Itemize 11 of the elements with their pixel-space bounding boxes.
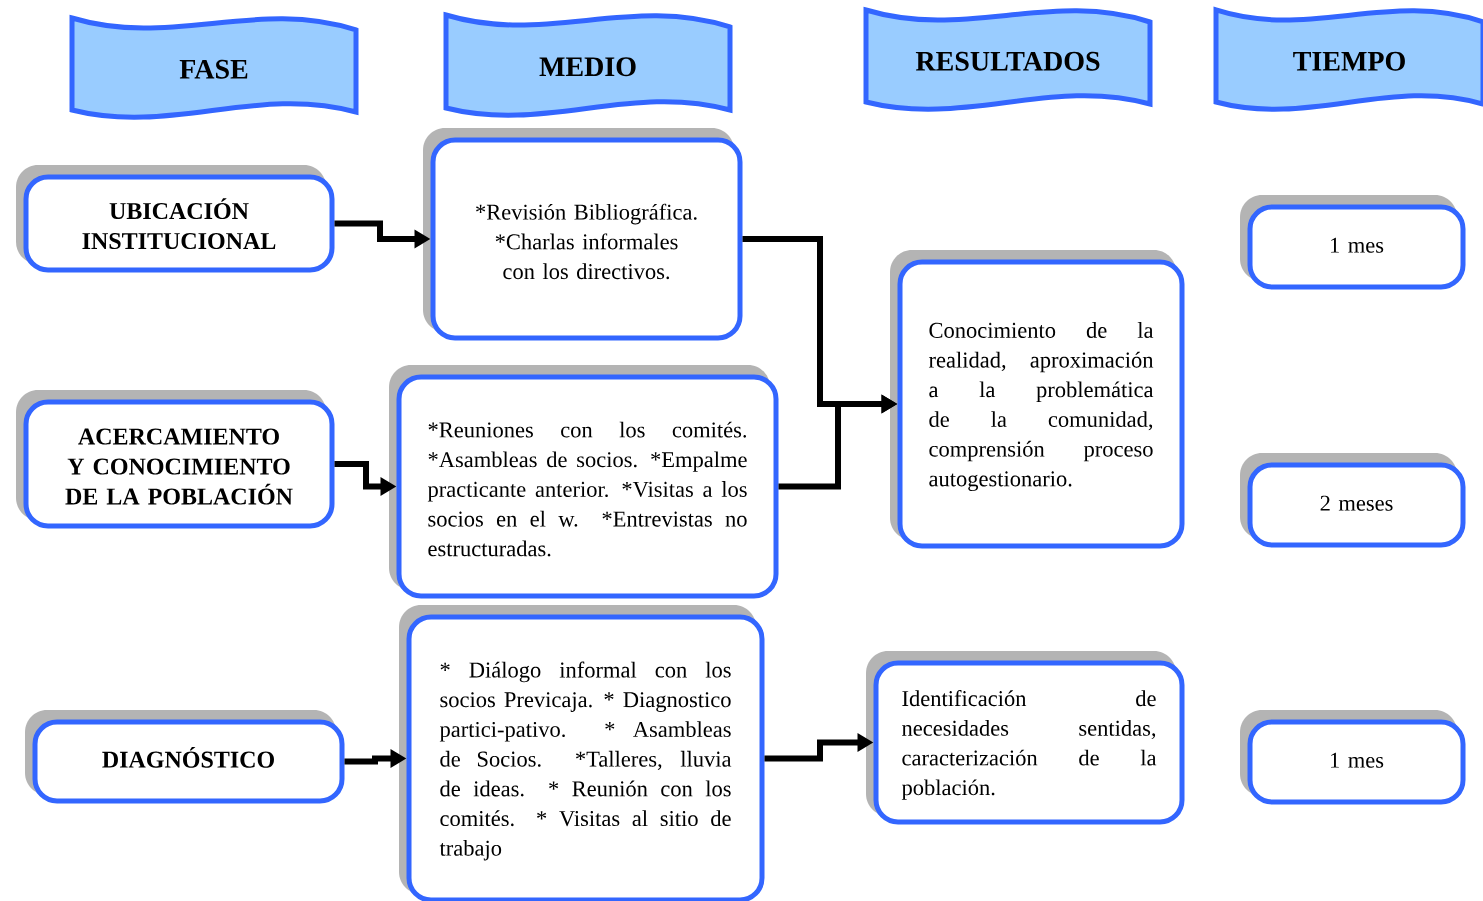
method-box: *Reuniones con los comités. *Asambleas de socios. *Empalme practicante anterior. *Visitas a los socios en el w. *Entrevistas no estructuradas. bbox=[389, 365, 779, 599]
duration-box: 2 meses bbox=[1240, 453, 1466, 548]
phase-box: ACERCAMIENTO Y CONOCIMIENTO DE LA POBLACIÓN bbox=[16, 390, 335, 529]
phase-box: DIAGNÓSTICO bbox=[25, 710, 345, 804]
duration-box: 1 mes bbox=[1240, 710, 1466, 805]
method-box: *Revisión Bibliográfica. *Charlas informales con los directivos. bbox=[423, 128, 743, 341]
result-box: Identificación de necesidades sentidas, caracterización de la población. bbox=[866, 651, 1185, 825]
phase-box: UBICACIÓN INSTITUCIONAL bbox=[16, 165, 335, 273]
method-box: * Diálogo informal con los socios Previcaja. * Diagnostico partici-pativo. * Asambleas de Socios. *Talleres, lluvia de ideas. * Reunión con los comités. * Visitas al sitio de trabajo bbox=[399, 605, 765, 901]
result-box: Conocimiento de la realidad, aproximación a la problemática de la comunidad, comprensión proceso autogestionario. bbox=[890, 250, 1185, 549]
duration-box: 1 mes bbox=[1240, 195, 1466, 290]
